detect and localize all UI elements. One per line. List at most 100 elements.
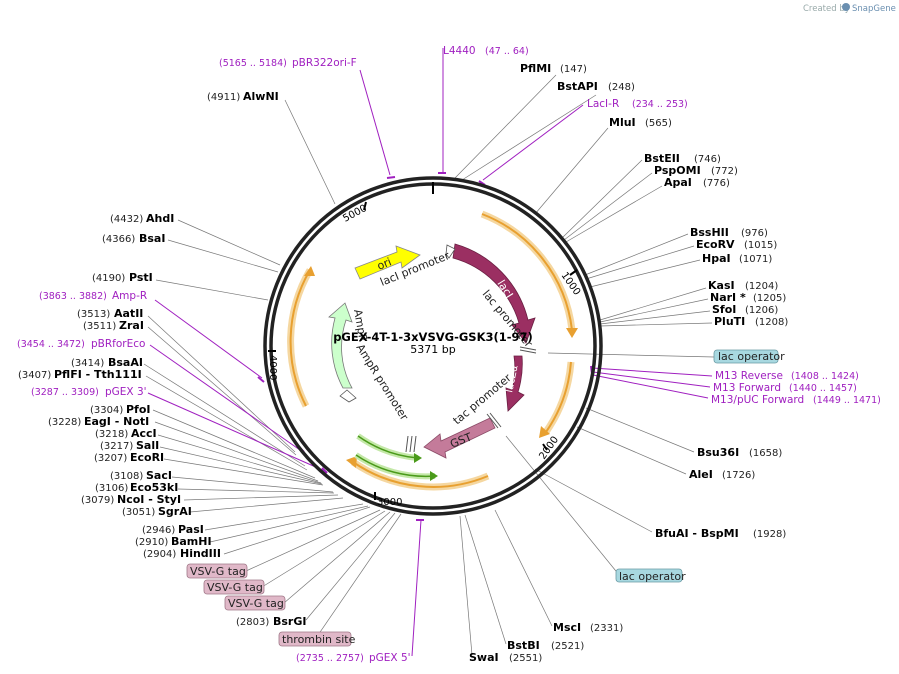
enzyme-position: (1208) xyxy=(755,317,788,328)
enzyme-position: (2551) xyxy=(509,653,542,664)
enzyme-name[interactable]: SfoI xyxy=(712,303,736,316)
primer-name[interactable]: M13 Forward xyxy=(713,382,781,394)
enzyme-name[interactable]: Eco53kI xyxy=(130,481,178,494)
enzyme-name[interactable]: SalI xyxy=(136,439,159,452)
enzyme-name[interactable]: BsaI xyxy=(139,232,165,245)
enzyme-name[interactable]: AleI xyxy=(689,468,713,481)
enzyme-position: (1658) xyxy=(749,448,782,459)
enzyme-name[interactable]: MluI xyxy=(609,116,636,129)
enzyme-name[interactable]: MscI xyxy=(553,621,581,634)
primer-range: (47 .. 64) xyxy=(485,46,529,57)
enzyme-name[interactable]: PflFI - Tth111I xyxy=(54,368,142,381)
primer-name[interactable]: pGEX 5' xyxy=(369,652,411,664)
enzyme-name[interactable]: EcoRI xyxy=(130,451,164,464)
enzyme-name[interactable]: EcoRV xyxy=(696,238,735,251)
enzyme-position: (3407) xyxy=(18,370,51,381)
primer-range: (2735 .. 2757) xyxy=(296,653,364,664)
enzyme-name[interactable]: BstEII xyxy=(644,152,680,165)
enzyme-position: (3513) xyxy=(77,309,110,320)
enzyme-name[interactable]: BssHII xyxy=(690,226,729,239)
snapgene-logo-icon xyxy=(842,3,850,11)
enzyme-name[interactable]: AhdI xyxy=(146,212,174,225)
enzyme-position: (3106) xyxy=(95,483,128,494)
enzyme-name[interactable]: HpaI xyxy=(702,252,731,265)
vsvg-tag-label[interactable]: VSV-G tag xyxy=(207,581,263,594)
AmpR-promoter-label: AmpR promoter xyxy=(353,342,411,423)
operator-marks xyxy=(405,346,537,453)
enzyme-name[interactable]: AlwNI xyxy=(243,90,279,103)
enzyme-name[interactable]: HindIII xyxy=(180,547,221,560)
enzyme-name[interactable]: AatII xyxy=(114,307,143,320)
enzyme-position: (3217) xyxy=(100,441,133,452)
primer-name[interactable]: pGEX 3' xyxy=(105,386,147,398)
enzyme-name[interactable]: PstI xyxy=(129,271,153,284)
ori-label: ori xyxy=(375,255,393,272)
plasmid-name: pGEX-4T-1-3xVSVG-GSK3(1-97) xyxy=(333,330,533,344)
enzyme-position: (2331) xyxy=(590,623,623,634)
enzyme-name[interactable]: SgrAI xyxy=(158,505,192,518)
enzyme-name[interactable]: AccI xyxy=(131,427,157,440)
AmpR-label: AmpR xyxy=(351,308,370,343)
enzyme-name[interactable]: PfoI xyxy=(126,403,151,416)
enzyme-position: (3108) xyxy=(110,471,143,482)
primer-name[interactable]: M13 Reverse xyxy=(715,370,783,382)
tick-4000: 4000 xyxy=(267,355,278,380)
enzyme-position: (1928) xyxy=(753,529,786,540)
enzyme-name[interactable]: NcoI - StyI xyxy=(117,493,181,506)
backbone-outer-strand xyxy=(263,176,603,516)
enzyme-position: (565) xyxy=(645,118,672,129)
enzyme-name[interactable]: BstBI xyxy=(507,639,540,652)
enzyme-name[interactable]: ZraI xyxy=(119,319,144,332)
enzyme-name[interactable]: NarI * xyxy=(710,291,746,304)
enzyme-position: (746) xyxy=(694,154,721,165)
primer-name[interactable]: L4440 xyxy=(443,45,476,57)
primer-name[interactable]: pBRforEco xyxy=(91,338,145,350)
enzyme-name[interactable]: SacI xyxy=(146,469,172,482)
primer-range: (234 .. 253) xyxy=(632,99,688,110)
enzyme-name[interactable]: PspOMI xyxy=(654,164,701,177)
vsvg-tag-label[interactable]: VSV-G tag xyxy=(190,565,246,578)
enzyme-name[interactable]: Bsu36I xyxy=(697,446,739,459)
enzyme-name[interactable]: BamHI xyxy=(171,535,212,548)
enzyme-position: (4911) xyxy=(207,92,240,103)
enzyme-name[interactable]: BfuAI - BspMI xyxy=(655,527,739,540)
enzymes-left: (4911) AlwNI (4432) AhdI (4366) BsaI (41… xyxy=(18,90,306,628)
lacZa-feature xyxy=(505,355,525,412)
vsvg-tag-label[interactable]: VSV-G tag xyxy=(228,597,284,610)
primer-range: (3454 .. 3472) xyxy=(17,339,85,350)
plasmid-length: 5371 bp xyxy=(410,343,455,356)
enzyme-name[interactable]: PasI xyxy=(178,523,204,536)
enzyme-position: (1205) xyxy=(753,293,786,304)
enzyme-name[interactable]: ApaI xyxy=(664,176,692,189)
enzyme-name[interactable]: EagI - NotI xyxy=(84,415,149,428)
primer-name[interactable]: M13/pUC Forward xyxy=(711,394,804,406)
enzyme-position: (772) xyxy=(711,166,738,177)
enzyme-name[interactable]: PflMI xyxy=(520,62,551,75)
primer-name[interactable]: LacI-R xyxy=(587,98,619,110)
primer-name[interactable]: pBR322ori-F xyxy=(292,57,357,69)
enzyme-position: (776) xyxy=(703,178,730,189)
primer-range: (1449 .. 1471) xyxy=(813,395,881,406)
lac-operator-label[interactable]: lac operator xyxy=(619,570,686,583)
primer-range: (1408 .. 1424) xyxy=(791,371,859,382)
tick-3000: 3000 xyxy=(377,497,402,508)
enzyme-position: (1206) xyxy=(745,305,778,316)
enzyme-name[interactable]: BsrGI xyxy=(273,615,306,628)
primer-range: (3287 .. 3309) xyxy=(31,387,99,398)
AmpR-feature xyxy=(328,302,353,389)
enzyme-name[interactable]: SwaI xyxy=(469,651,499,664)
enzyme-position: (147) xyxy=(560,64,587,75)
enzyme-position: (2946) xyxy=(142,525,175,536)
enzyme-name[interactable]: PluTI xyxy=(714,315,745,328)
lac-operator-label[interactable]: lac operator xyxy=(718,350,785,363)
label-leader-lines xyxy=(143,74,715,656)
green-orf-arcs xyxy=(354,433,438,481)
thrombin-site-label[interactable]: thrombin site xyxy=(282,633,356,646)
enzyme-name[interactable]: BstAPI xyxy=(557,80,598,93)
primer-name[interactable]: Amp-R xyxy=(112,290,147,302)
enzyme-name[interactable]: KasI xyxy=(708,279,735,292)
enzyme-name[interactable]: BsaAI xyxy=(108,356,143,369)
tac-promoter-label: tac promoter xyxy=(451,371,515,427)
enzyme-position: (3228) xyxy=(48,417,81,428)
